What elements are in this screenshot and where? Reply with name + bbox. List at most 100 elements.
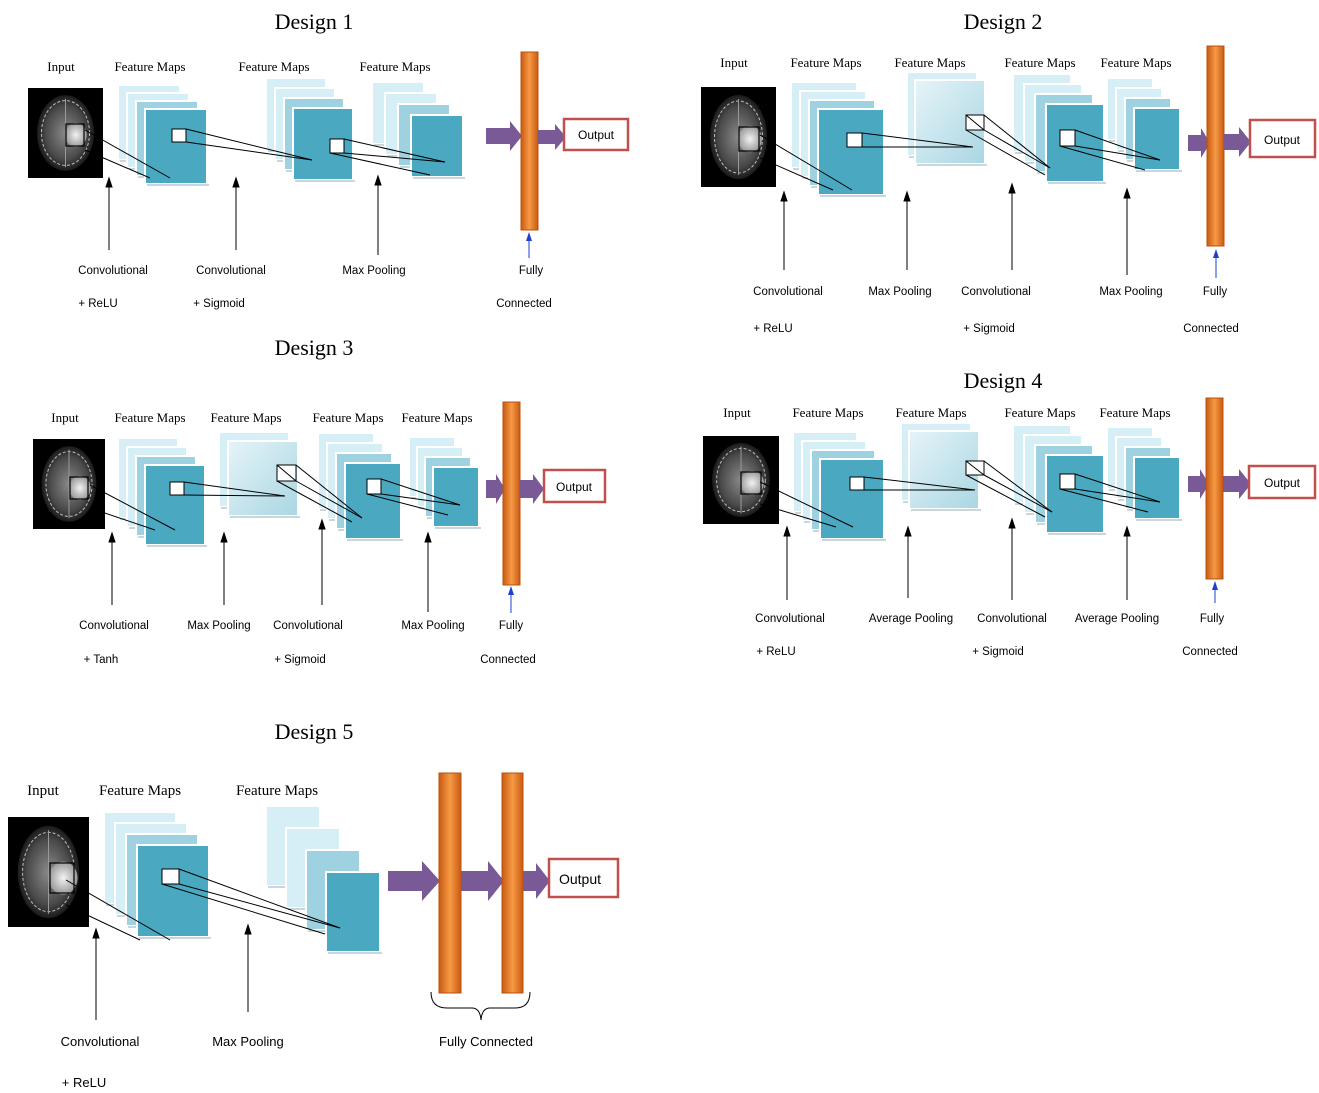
tumor-region (740, 470, 764, 496)
scan-crop-box (738, 126, 760, 152)
fully-connected-bar (501, 772, 524, 994)
layer-label: Convolutional (273, 620, 343, 632)
layer-label: Convolutional (961, 286, 1031, 298)
layer-label: Convolutional (78, 265, 148, 277)
feature-map-shadow (822, 539, 886, 541)
layer-label: Max Pooling (212, 1034, 284, 1049)
tumor-region (69, 475, 91, 501)
tumor-region (738, 125, 762, 153)
design-title: Design 1 (275, 9, 354, 34)
receptive-field-box (276, 464, 297, 482)
output-label: Output (578, 128, 615, 142)
input-label: Input (27, 783, 59, 799)
layer-label: Connected (1183, 323, 1239, 335)
design-title: Design 4 (964, 368, 1043, 393)
layer-label: + ReLU (62, 1075, 106, 1090)
mri-input-image (701, 87, 776, 187)
feature-map-stack (906, 71, 987, 166)
layer-label: Convolutional (196, 265, 266, 277)
layer-label: + ReLU (78, 298, 117, 310)
fc-pointer-arrow (1212, 581, 1218, 603)
feature-map-stack (218, 431, 300, 518)
feature-maps-label: Feature Maps (1100, 55, 1171, 70)
layer-label: + ReLU (753, 323, 792, 335)
feature-maps-label: Feature Maps (114, 59, 185, 74)
feature-map-shadow (147, 545, 207, 547)
output-label: Output (1264, 476, 1301, 490)
tumor-region (48, 861, 78, 895)
feature-map-shadow (1048, 533, 1106, 535)
feature-map-stack (371, 81, 465, 179)
feature-maps-label: Feature Maps (312, 410, 383, 425)
layer-label: Fully (519, 265, 544, 277)
receptive-field-box (329, 138, 345, 154)
feature-maps-label: Feature Maps (359, 59, 430, 74)
mri-input-image (8, 817, 89, 927)
design-3: Design 3 Input Feature Maps Feature Maps… (33, 335, 607, 666)
receptive-field-box (965, 114, 985, 131)
feature-map (410, 114, 464, 178)
flow-arrow (520, 474, 544, 504)
layer-label: + Sigmoid (274, 654, 325, 666)
layer-label: + Tanh (84, 654, 119, 666)
fc-pointer-arrow (508, 586, 514, 613)
feature-map (1133, 107, 1181, 171)
feature-map-shadow (1136, 519, 1182, 521)
receptive-field-box (169, 481, 185, 496)
feature-map-shadow (347, 539, 403, 541)
layer-label: Fully (1200, 613, 1225, 625)
pointer-arrows (783, 517, 1131, 600)
design-2: Design 2 Input Feature Maps Feature Maps… (701, 9, 1317, 335)
receptive-field-box (366, 478, 382, 495)
layer-label: Max Pooling (187, 620, 250, 632)
layer-label: Convolutional (79, 620, 149, 632)
output-label: Output (559, 871, 601, 887)
input-label: Input (47, 59, 75, 74)
design-title: Design 5 (275, 719, 354, 744)
mri-input-image (33, 439, 105, 529)
layer-label: Max Pooling (342, 265, 405, 277)
layer-label: Convolutional (753, 286, 823, 298)
pointer-arrows (108, 518, 432, 612)
feature-map (325, 871, 381, 953)
feature-map-shadow (917, 164, 987, 166)
feature-maps-label: Feature Maps (236, 783, 318, 799)
output-box: Output (1248, 118, 1317, 159)
output-box: Output (542, 468, 607, 504)
feature-map-stack (792, 431, 886, 541)
feature-map-shadow (1136, 170, 1182, 172)
feature-map-stack (1012, 424, 1106, 535)
projection-lines (65, 868, 341, 941)
flow-arrow (388, 861, 440, 901)
feature-maps-label: Feature Maps (1099, 405, 1170, 420)
feature-map (144, 108, 208, 185)
flow-arrow (486, 121, 522, 151)
feature-map-shadow (295, 180, 355, 182)
pointer-arrows (105, 174, 382, 255)
feature-map-stack (1012, 73, 1106, 184)
feature-map-shadow (139, 937, 211, 939)
fc-pointer-arrow (526, 232, 532, 258)
layer-label: Convolutional (755, 613, 825, 625)
fully-connected-bar (438, 772, 462, 994)
input-label: Input (51, 410, 79, 425)
layer-label: Fully (1203, 286, 1228, 298)
feature-map (817, 108, 885, 196)
feature-map (136, 844, 210, 938)
layer-label: + Sigmoid (193, 298, 244, 310)
feature-maps-label: Feature Maps (895, 405, 966, 420)
flow-arrow (523, 863, 550, 899)
scan-crop-box (69, 476, 89, 500)
mri-input-image (703, 436, 779, 524)
feature-map-shadow (911, 509, 981, 511)
layer-label: Max Pooling (1099, 286, 1162, 298)
flow-arrow (486, 474, 505, 504)
layer-label: Max Pooling (401, 620, 464, 632)
scan-crop-box (49, 862, 75, 894)
curly-brace (430, 991, 531, 1021)
feature-map-shadow (820, 195, 886, 197)
layer-label: Convolutional (977, 613, 1047, 625)
receptive-field-box (846, 132, 863, 148)
flow-arrow (461, 861, 504, 901)
feature-map-stack (317, 432, 403, 541)
